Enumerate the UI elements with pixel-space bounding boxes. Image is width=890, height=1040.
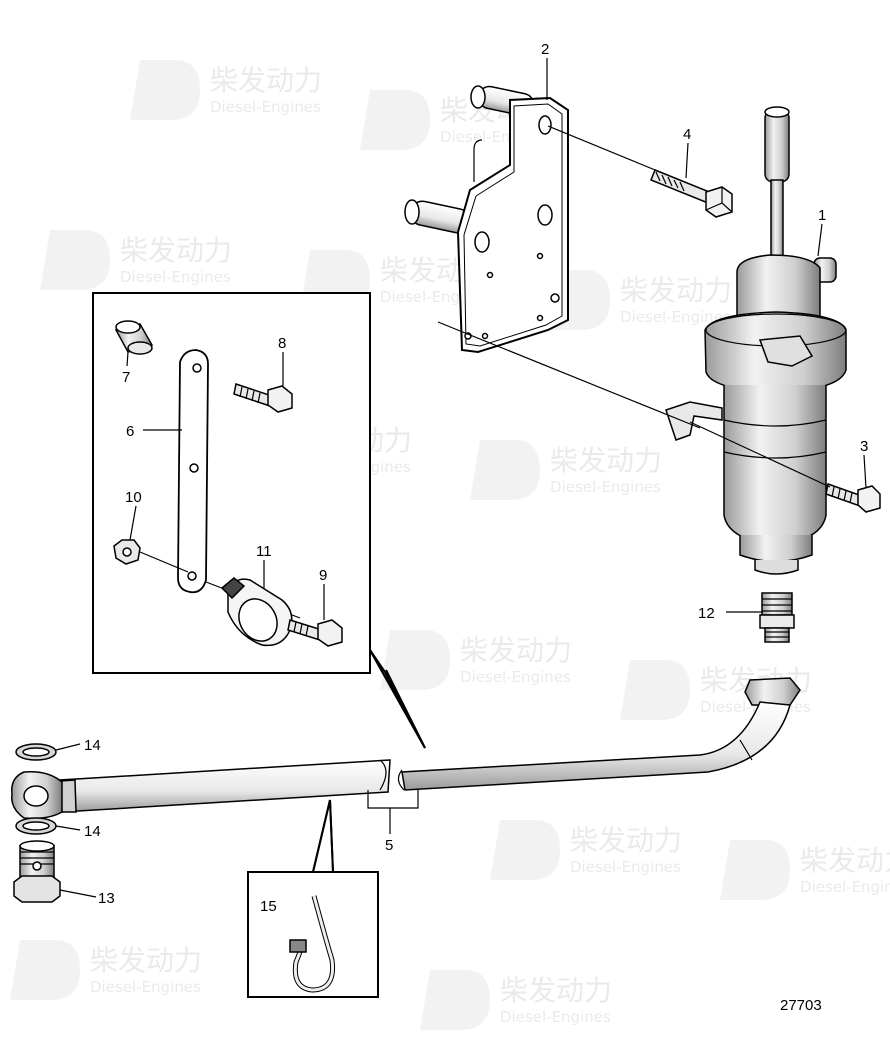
spacer-7 xyxy=(114,320,154,355)
watermark-brand: 柴发动力 xyxy=(460,634,572,667)
bolt-4 xyxy=(547,125,733,218)
pump-handle xyxy=(764,109,790,183)
callout-14: 14 xyxy=(84,737,101,754)
callout-2: 2 xyxy=(541,41,549,58)
mounting-bracket xyxy=(404,85,569,354)
bracket-hole xyxy=(538,115,552,135)
callout-13: 13 xyxy=(98,890,115,907)
detail-box-clamp xyxy=(92,292,426,749)
hose-segment-right xyxy=(401,701,791,791)
hose-nut xyxy=(744,677,801,706)
fuel-hose-5 xyxy=(11,677,801,820)
watermark-logo: 柴发动力 Diesel-Engines xyxy=(130,60,322,120)
callout-5: 5 xyxy=(385,837,393,854)
callout-10: 10 xyxy=(125,489,142,506)
watermark-brand: 柴发动力 xyxy=(550,444,662,477)
watermark-brand: 柴发动力 xyxy=(500,974,612,1007)
callout-1: 1 xyxy=(818,207,826,224)
callout-7: 7 xyxy=(122,369,130,386)
callout-6: 6 xyxy=(126,423,134,440)
watermark-brand: 柴发动力 xyxy=(620,274,732,307)
watermark-logo: 柴发动力 Diesel-Engines xyxy=(490,820,682,880)
hand-primer-pump xyxy=(665,106,847,575)
bolt-3 xyxy=(825,483,881,513)
watermark-logo: 柴发动力 Diesel-Engines xyxy=(40,230,232,290)
watermark-subtitle: Diesel-Engines xyxy=(550,478,661,496)
adapter-nipple-12 xyxy=(759,592,795,643)
watermark-brand: 柴发动力 xyxy=(570,824,682,857)
watermark-logo: 柴发动力 Diesel-Engines xyxy=(10,940,202,1000)
watermark-subtitle: Diesel-Engines xyxy=(570,858,681,876)
detail-box-cable-tie xyxy=(247,799,379,998)
banjo-bolt-13 xyxy=(13,840,61,903)
reference-number: 27703 xyxy=(780,997,822,1014)
callout-4: 4 xyxy=(683,126,691,143)
watermark-subtitle: Diesel-Engines xyxy=(120,268,231,286)
watermark-logo: 柴发动力 Diesel-Engines xyxy=(420,970,612,1030)
watermark-brand: 柴发动力 xyxy=(800,844,890,877)
watermark-brand: 柴发动力 xyxy=(90,944,202,977)
pump-mounting-tab xyxy=(665,401,723,441)
bracket-hole xyxy=(537,204,553,226)
watermark-logo: 柴发动力 Diesel-Engines xyxy=(470,440,662,500)
callout-9: 9 xyxy=(319,567,327,584)
callout-15: 15 xyxy=(260,898,277,915)
callout-3: 3 xyxy=(860,438,868,455)
watermark-brand: 柴发动力 xyxy=(120,234,232,267)
watermark-logo: 柴发动力 Diesel-Engines xyxy=(720,840,890,900)
callout-11: 11 xyxy=(256,543,272,560)
watermark-brand: 柴发动力 xyxy=(210,64,322,97)
bolt-8 xyxy=(233,383,293,413)
hose-clamp-11 xyxy=(220,577,293,647)
watermark-subtitle: Diesel-Engines xyxy=(90,978,201,996)
watermark-subtitle: Diesel-Engines xyxy=(620,308,731,326)
watermark-subtitle: Diesel-Engines xyxy=(460,668,571,686)
watermark-subtitle: Diesel-Engines xyxy=(500,1008,611,1026)
callout-leaders xyxy=(55,58,867,898)
alignment-line xyxy=(437,321,701,429)
callout-14-lower: 14 xyxy=(84,823,101,840)
alignment-line xyxy=(689,421,831,488)
bolt-9 xyxy=(287,619,343,647)
watermark-subtitle: Diesel-Engines xyxy=(800,878,890,896)
hose-segment-left xyxy=(59,759,391,813)
callout-12: 12 xyxy=(698,605,715,622)
bracket-hole xyxy=(474,231,490,253)
watermark-subtitle: Diesel-Engines xyxy=(210,98,321,116)
callout-8: 8 xyxy=(278,335,286,352)
watermark-logo: 柴发动力 Diesel-Engines xyxy=(380,630,572,690)
callout-labels: 2 1 4 3 12 8 7 6 10 11 9 14 14 13 5 15 2… xyxy=(84,41,868,1014)
